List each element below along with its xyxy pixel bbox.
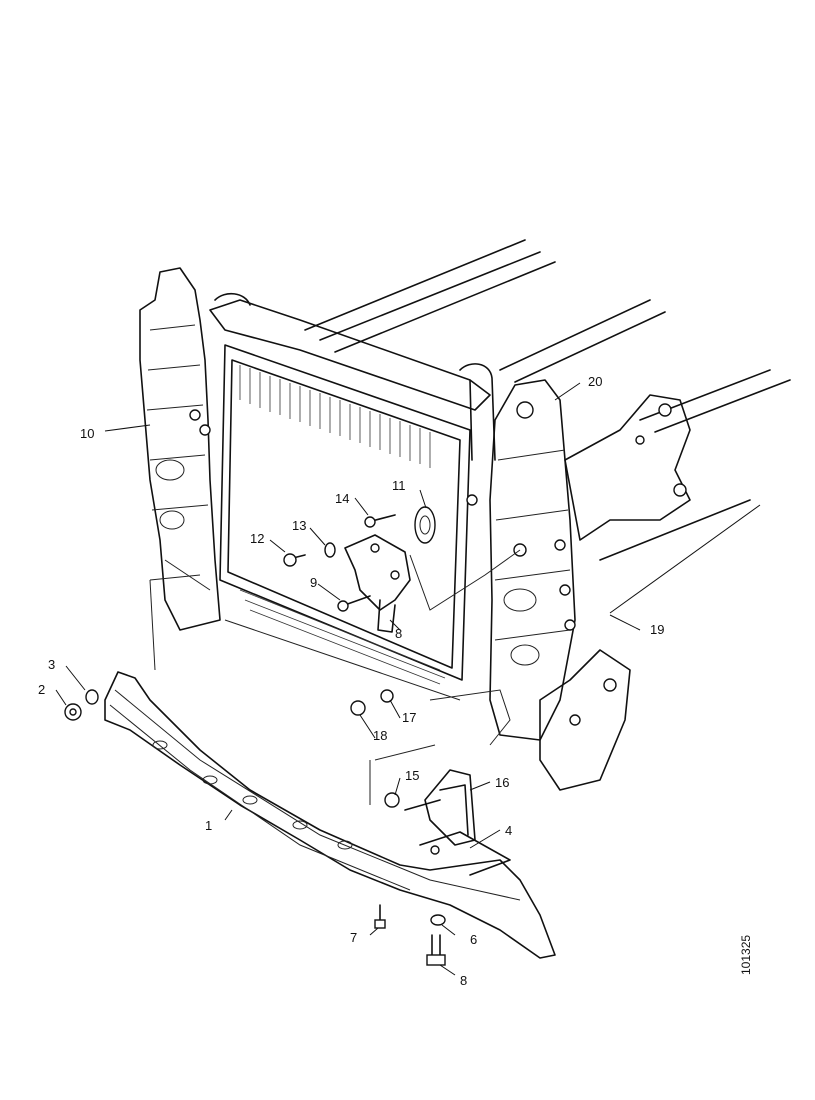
right-frame-upright	[489, 379, 576, 741]
callout-3: 3	[48, 657, 55, 672]
callout-17: 17	[402, 710, 416, 725]
callout-10: 10	[80, 426, 94, 441]
callout-labels: 10 20 11 14 13 12 9 8 19 3 2 17 18 15 16…	[38, 374, 664, 988]
callout-7: 7	[350, 930, 357, 945]
radiator-core	[219, 344, 471, 701]
callout-20: 20	[588, 374, 602, 389]
frame-rails	[304, 239, 791, 561]
leader-lines	[55, 382, 761, 976]
upper-crossmember	[209, 292, 496, 461]
callout-18: 18	[373, 728, 387, 743]
left-frame-upright	[139, 267, 221, 631]
bottom-fasteners	[374, 904, 446, 966]
callout-11: 11	[392, 478, 406, 493]
callout-19: 19	[650, 622, 664, 637]
center-bracket	[283, 494, 521, 633]
callout-8-upper: 8	[395, 626, 402, 641]
callout-6: 6	[470, 932, 477, 947]
right-bracket-assembly	[539, 394, 691, 791]
callout-13: 13	[292, 518, 306, 533]
callout-1: 1	[205, 818, 212, 833]
callout-14: 14	[335, 491, 349, 506]
callout-15: 15	[405, 768, 419, 783]
callout-16: 16	[495, 775, 509, 790]
callout-8-lower: 8	[460, 973, 467, 988]
callout-2: 2	[38, 682, 45, 697]
callout-4: 4	[505, 823, 512, 838]
callout-9: 9	[310, 575, 317, 590]
callout-12: 12	[250, 531, 264, 546]
lower-mount	[350, 689, 511, 846]
bottom-splash-guard	[104, 574, 556, 959]
figure-code: 101325	[739, 935, 753, 975]
left-fasteners	[64, 689, 99, 721]
